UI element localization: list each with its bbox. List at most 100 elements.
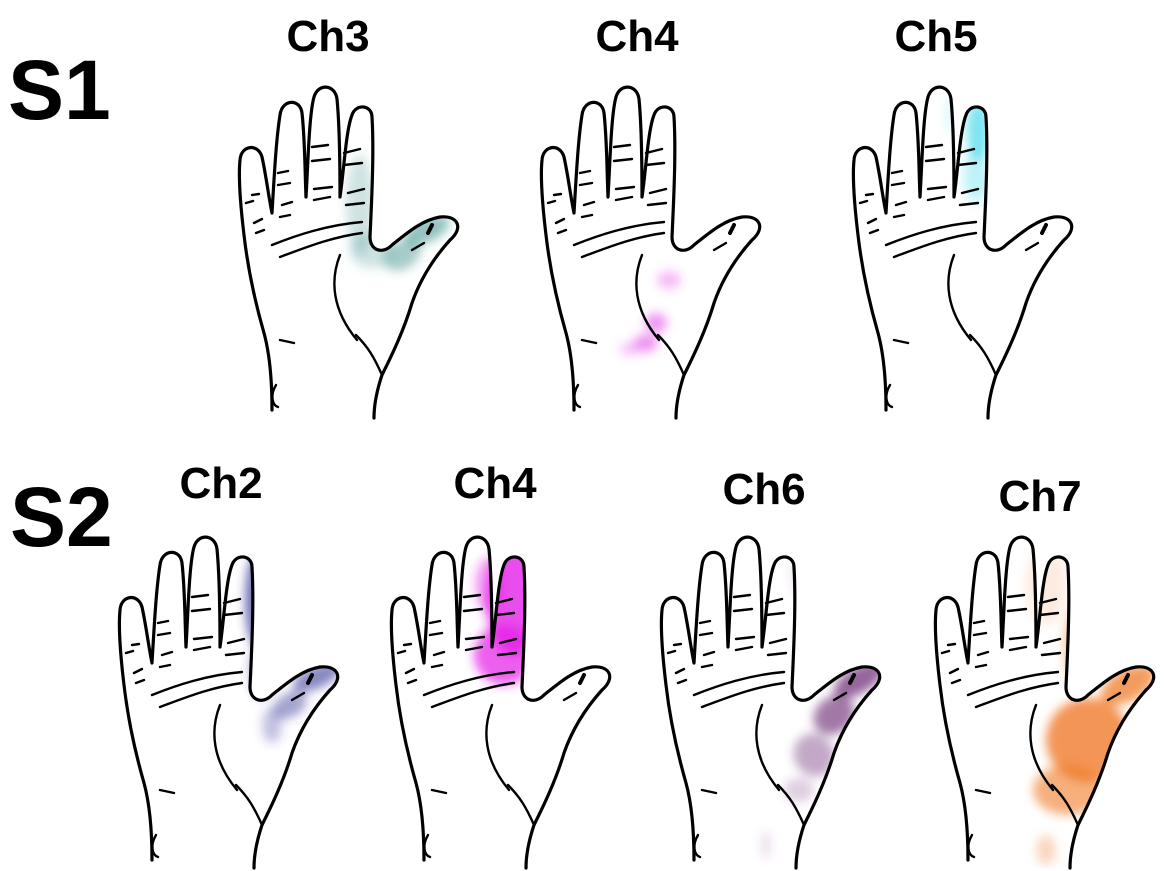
- hand-crease: [548, 201, 555, 203]
- hand-s2-ch6: [654, 535, 894, 870]
- hand-crease: [736, 637, 754, 639]
- hand-crease: [272, 385, 278, 407]
- activation-blob: [620, 342, 640, 356]
- hand-crease: [1042, 653, 1060, 655]
- hand-crease: [942, 651, 949, 653]
- hand-crease: [464, 609, 482, 611]
- activation-blob: [250, 642, 274, 698]
- hand-crease: [356, 335, 382, 375]
- hand-crease: [976, 790, 990, 793]
- hand-crease: [668, 651, 675, 653]
- hand-outline-figure: [654, 535, 894, 870]
- hand-crease: [246, 201, 253, 203]
- hand-outline-figure: [928, 535, 1164, 870]
- hand-crease: [254, 219, 262, 223]
- hand-outline: [541, 87, 759, 418]
- hand-crease: [870, 230, 878, 233]
- hand-crease: [126, 651, 133, 653]
- hand-crease: [968, 672, 1058, 695]
- hand-crease: [734, 595, 750, 597]
- hand-crease: [226, 653, 244, 655]
- hand-crease: [648, 203, 666, 205]
- row-label-s1: S1: [8, 48, 111, 132]
- hand-crease: [134, 669, 142, 673]
- hand-crease: [430, 621, 440, 623]
- hand-crease: [406, 669, 414, 673]
- hand-crease: [136, 680, 144, 683]
- hand-crease: [556, 219, 564, 223]
- panel-label-s2-ch6: Ch6: [722, 468, 805, 512]
- hand-crease: [312, 145, 328, 147]
- hand-crease: [486, 705, 509, 790]
- panel-label-s1-ch4: Ch4: [595, 15, 678, 59]
- hand-crease: [928, 187, 946, 189]
- hand-crease: [334, 255, 357, 340]
- hand-crease: [582, 215, 592, 217]
- hand-crease: [886, 385, 892, 407]
- activation-blob: [1036, 835, 1056, 865]
- hand-crease: [948, 644, 955, 645]
- hand-crease: [580, 183, 592, 185]
- hand-crease: [886, 222, 976, 245]
- hand-s2-ch2: [112, 535, 352, 870]
- hand-crease: [614, 159, 632, 161]
- hand-crease: [280, 215, 290, 217]
- hand-crease: [674, 644, 681, 645]
- hand-crease: [614, 145, 630, 147]
- activation-region: [245, 552, 345, 743]
- hand-crease: [430, 633, 442, 635]
- hand-outline-figure: [534, 85, 774, 420]
- thumbnail-mark: [580, 675, 584, 683]
- hand-crease: [768, 653, 786, 655]
- activation-region: [762, 555, 890, 859]
- row-label-s2: S2: [10, 475, 113, 559]
- hand-crease: [228, 639, 244, 643]
- hand-crease: [736, 647, 752, 650]
- hand-crease: [580, 171, 590, 173]
- hand-outline: [391, 537, 609, 868]
- thumbnail-mark: [730, 225, 734, 233]
- hand-crease: [700, 633, 712, 635]
- hand-crease: [970, 335, 996, 375]
- hand-crease: [702, 665, 712, 667]
- hand-crease: [434, 652, 444, 655]
- panel-label-s1-ch3: Ch3: [286, 15, 369, 59]
- hand-crease: [976, 665, 986, 667]
- hand-crease: [152, 672, 242, 695]
- hand-crease: [132, 644, 139, 645]
- hand-crease: [704, 652, 714, 655]
- hand-crease: [312, 159, 330, 161]
- hand-crease: [554, 194, 561, 195]
- hand-crease: [314, 197, 330, 200]
- hand-crease: [282, 202, 292, 205]
- hand-crease: [892, 171, 902, 173]
- panel-label-s2-ch7: Ch7: [998, 475, 1081, 519]
- hand-crease: [194, 637, 212, 639]
- activation-blob: [762, 831, 770, 859]
- hand-crease: [756, 705, 779, 790]
- hand-crease: [676, 669, 684, 673]
- hand-crease: [948, 255, 971, 340]
- hand-crease: [162, 652, 172, 655]
- hand-crease: [928, 197, 944, 200]
- activation-region: [1026, 545, 1162, 865]
- panel-label-s2-ch4: Ch4: [453, 462, 536, 506]
- hand-crease: [252, 194, 259, 195]
- hand-crease: [974, 621, 984, 623]
- hand-crease: [280, 340, 294, 343]
- hand-crease: [926, 159, 944, 161]
- hand-crease: [1008, 595, 1024, 597]
- hand-crease: [952, 680, 960, 683]
- hand-crease: [194, 647, 210, 650]
- hand-outline-figure: [232, 85, 472, 420]
- activation-region: [474, 545, 542, 685]
- hand-crease: [892, 183, 904, 185]
- hand-crease: [926, 145, 942, 147]
- hand-crease: [766, 613, 784, 615]
- hand-crease: [256, 230, 264, 233]
- hand-crease: [616, 187, 634, 189]
- hand-crease: [160, 790, 174, 793]
- hand-crease: [1044, 639, 1060, 643]
- hand-crease: [564, 693, 576, 700]
- hand-s2-ch7: [928, 535, 1164, 870]
